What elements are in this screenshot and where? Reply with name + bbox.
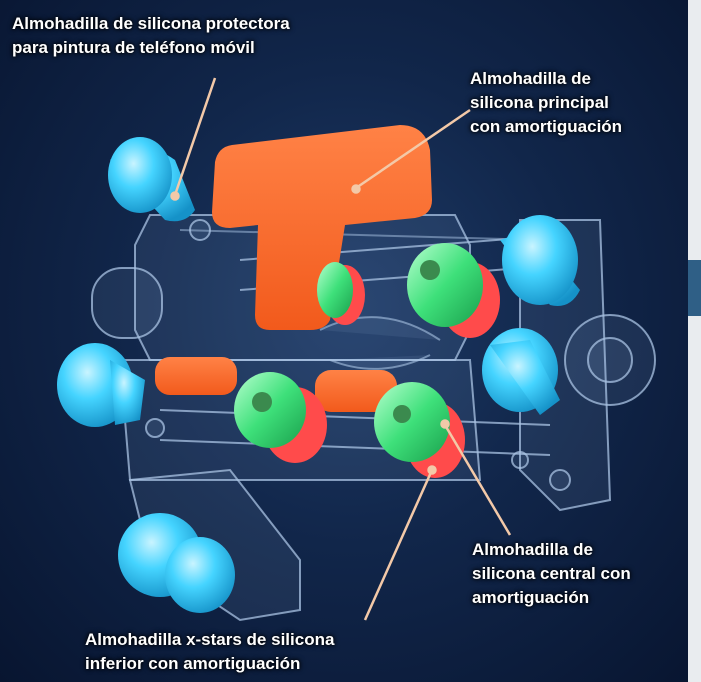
cap-top-left <box>108 137 195 222</box>
silicone-strip-left <box>155 357 237 395</box>
damper-lower-left <box>234 372 327 463</box>
main-silicone-pad <box>212 125 432 330</box>
label-xstars-pad: Almohadilla x-stars de silicona inferior… <box>85 630 335 673</box>
damper-lower-center <box>374 382 465 478</box>
cap-mid-right <box>482 328 560 415</box>
label-central-pad: Almohadilla de silicona central con amor… <box>472 540 631 607</box>
damper-behind-main <box>317 262 365 325</box>
cap-bottom-left <box>118 513 235 613</box>
label-main-pad: Almohadilla de silicona principal con am… <box>470 69 623 136</box>
leader-line-phone-pad <box>173 77 217 196</box>
label-phone-paint-pad: Almohadilla de silicona protectora para … <box>12 14 290 57</box>
cap-mid-left <box>57 343 145 427</box>
silicone-strip-right <box>315 370 397 412</box>
leader-line-central-pad <box>443 424 512 536</box>
cap-top-right <box>500 215 580 306</box>
leader-line-main-pad <box>355 108 471 190</box>
damper-top <box>407 243 500 338</box>
leader-line-xstars-pad <box>363 469 434 621</box>
background-page-strip <box>688 0 701 682</box>
